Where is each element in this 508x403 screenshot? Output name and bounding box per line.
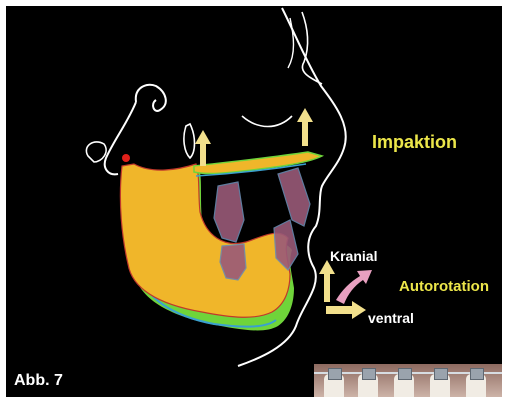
pterygoid-outline [184,124,195,158]
nose-line-inner [302,12,322,84]
intraoral-photo-inset [314,364,502,397]
condyle-point [122,154,130,162]
figure-number: Abb. 7 [14,372,63,390]
eye-line [242,116,292,127]
ventral-arrow [326,301,366,319]
impaction-arrow-anterior [297,108,313,146]
kranial-label: Kranial [330,248,377,264]
bracket [398,368,412,380]
autorotation-arrow [336,270,372,304]
kranial-arrow [319,260,335,302]
bracket [434,368,448,380]
bracket [362,368,376,380]
impaktion-label: Impaktion [372,132,457,153]
cephalometric-drawing [6,6,502,397]
bracket [470,368,484,380]
skull-base-line [105,102,136,174]
condyle-outline [86,142,106,162]
ear-outline [136,85,166,111]
impaction-arrow-posterior [195,130,211,166]
upper-molar [214,182,244,242]
autorotation-label: Autorotation [399,278,489,295]
bracket [328,368,342,380]
diagram-panel: Impaktion Kranial Autorotation ventral [6,6,502,397]
ventral-label: ventral [368,310,414,326]
upper-incisor [278,168,310,226]
